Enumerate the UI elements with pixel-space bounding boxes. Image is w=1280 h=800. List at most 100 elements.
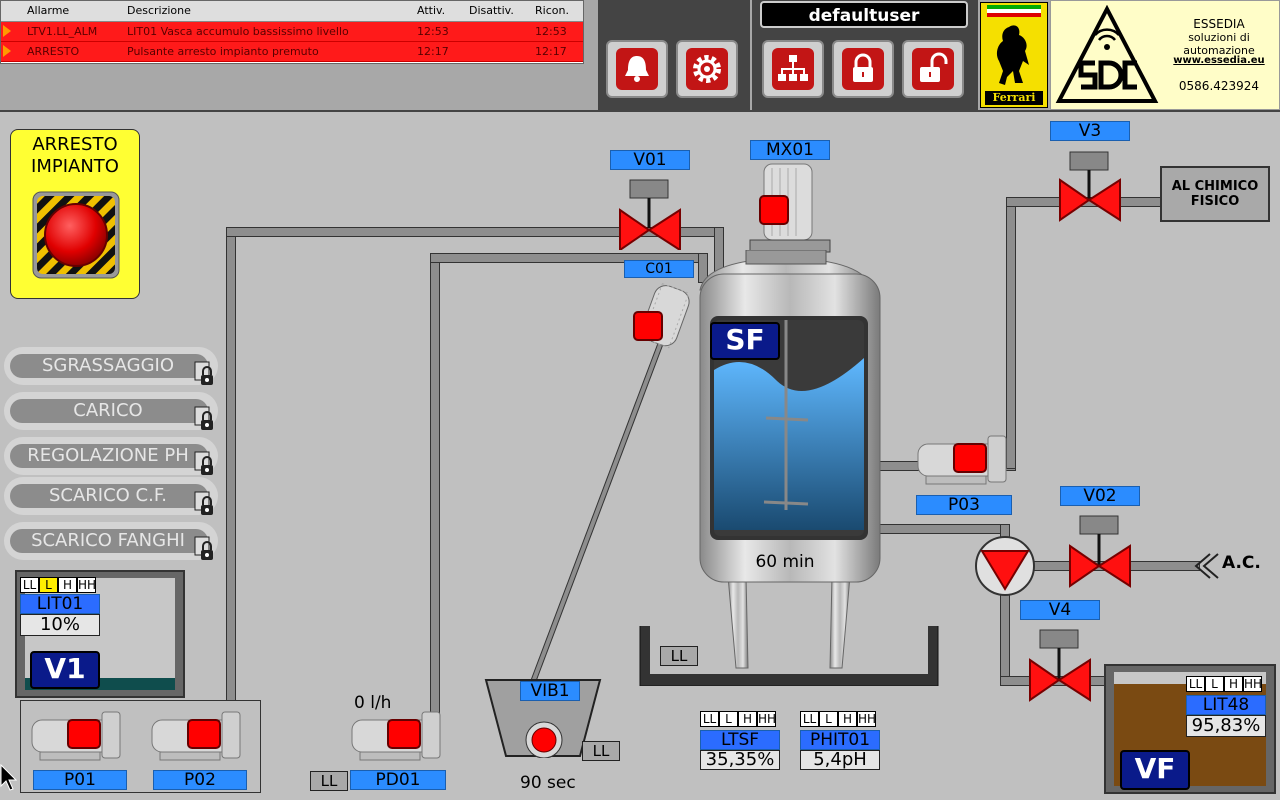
lit01-tag[interactable]: LIT01: [20, 594, 100, 614]
lit48-level-grid: LL L H HH: [1186, 676, 1266, 692]
alarms-button[interactable]: [606, 40, 668, 98]
bell-icon: [616, 48, 658, 90]
valve-v01[interactable]: [616, 178, 684, 250]
pipe: [1006, 197, 1016, 469]
menu-scarico-fanghi[interactable]: SCARICO FANGHI: [4, 522, 218, 560]
alarm-description: Pulsante arresto impianto premuto: [127, 45, 319, 58]
pd01-ll: LL: [310, 771, 348, 791]
alarm-description: LIT01 Vasca accumulo bassissimo livello: [127, 25, 349, 38]
valve-v4[interactable]: [1026, 628, 1094, 702]
pipe: [226, 227, 236, 701]
destination-chemical: AL CHIMICO FISICO: [1160, 166, 1270, 222]
logout-button[interactable]: [902, 40, 964, 98]
motor-mx01[interactable]: [748, 160, 832, 254]
alarm-table[interactable]: Allarme Descrizione Attiv. Disattiv. Ric…: [0, 0, 584, 64]
network-button[interactable]: [762, 40, 824, 98]
pump-p02[interactable]: [150, 710, 245, 765]
tank-sf[interactable]: [636, 250, 942, 686]
col-alarm: Allarme: [27, 4, 70, 17]
level-ll: LL: [700, 711, 719, 727]
phit01-value: 5,4pH: [800, 750, 880, 770]
alarm-tag: ARRESTO: [27, 45, 80, 58]
col-description: Descrizione: [127, 4, 191, 17]
tank-v1-level-grid: LL L H HH: [20, 577, 100, 593]
p01-tag[interactable]: P01: [33, 770, 127, 790]
level-h: H: [58, 577, 77, 593]
menu-item-label: CARICO: [73, 400, 143, 421]
p03-tag[interactable]: P03: [916, 495, 1012, 515]
level-h: H: [738, 711, 757, 727]
settings-button[interactable]: [676, 40, 738, 98]
menu-scarico-cf[interactable]: SCARICO C.F.: [4, 477, 218, 515]
p02-tag[interactable]: P02: [153, 770, 247, 790]
phit01-tag[interactable]: PHIT01: [800, 730, 880, 750]
phit01-level-grid: LL L H HH: [800, 711, 880, 727]
alarm-active-time: 12:53: [417, 25, 449, 38]
pipe: [1000, 590, 1010, 686]
col-ack: Ricon.: [535, 4, 569, 17]
alarm-marker-icon: [3, 25, 11, 37]
col-active: Attiv.: [417, 4, 446, 17]
vib1-tag[interactable]: VIB1: [520, 681, 580, 701]
tank-v1-badge: V1: [30, 651, 100, 689]
pump-p01[interactable]: [30, 710, 125, 765]
menu-item-label: REGOLAZIONE PH: [27, 445, 189, 466]
lit48-tag[interactable]: LIT48: [1186, 695, 1266, 715]
auger-pipe: [527, 343, 663, 692]
essedia-logo: ESSEDIA soluzioni di automazione www.ess…: [1050, 0, 1280, 110]
level-h: H: [1224, 676, 1243, 692]
ferrari-logo: Ferrari: [980, 2, 1048, 108]
alarm-row[interactable]: LTV1.LL_ALM LIT01 Vasca accumulo bassiss…: [1, 22, 583, 42]
pump-p03[interactable]: [916, 434, 1011, 489]
alarm-active-time: 12:17: [417, 45, 449, 58]
alarm-marker-icon: [3, 45, 11, 57]
c01-tag[interactable]: C01: [624, 260, 694, 278]
level-l: L: [1205, 676, 1224, 692]
alarm-row[interactable]: ARRESTO Pulsante arresto impianto premut…: [1, 42, 583, 62]
alarm-ack-time: 12:17: [535, 45, 567, 58]
menu-carico[interactable]: CARICO: [4, 392, 218, 430]
v01-tag[interactable]: V01: [610, 150, 690, 170]
level-l: L: [819, 711, 838, 727]
gear-icon: [686, 48, 728, 90]
mx01-tag[interactable]: MX01: [750, 140, 830, 160]
ferrari-text: Ferrari: [985, 91, 1043, 105]
pump-pd01[interactable]: [350, 710, 445, 765]
company-tagline: soluzioni di automazione: [1183, 31, 1255, 57]
tank-sf-badge: SF: [710, 322, 780, 360]
valve-v02[interactable]: [1066, 514, 1134, 588]
menu-sgrassaggio[interactable]: SGRASSAGGIO: [4, 347, 218, 385]
v4-tag[interactable]: V4: [1020, 600, 1100, 620]
v02-tag[interactable]: V02: [1060, 486, 1140, 506]
level-ll: LL: [800, 711, 819, 727]
emergency-stop-label-line1: ARRESTO: [32, 134, 118, 155]
menu-item-label: SCARICO C.F.: [48, 485, 168, 506]
menu-regolazione-ph[interactable]: REGOLAZIONE PH: [4, 437, 218, 475]
emergency-stop-button[interactable]: [31, 190, 121, 280]
lock-icon: [194, 491, 213, 515]
motor-c01[interactable]: [628, 280, 698, 360]
v3-tag[interactable]: V3: [1050, 121, 1130, 141]
login-button[interactable]: [832, 40, 894, 98]
company-name: ESSEDIA: [1193, 17, 1245, 31]
level-l: L: [39, 577, 58, 593]
lit01-value: 10%: [20, 614, 100, 636]
tank-sf-ll: LL: [660, 646, 698, 666]
ltsf-level-grid: LL L H HH: [700, 711, 780, 727]
essedia-emblem: [1055, 5, 1159, 103]
emergency-stop-label: ARRESTO IMPIANTO: [11, 134, 139, 178]
current-user: defaultuser: [760, 1, 968, 28]
company-phone: 0586.423924: [1178, 79, 1260, 93]
col-inactive: Disattiv.: [469, 4, 514, 17]
company-website[interactable]: www.essedia.eu: [1173, 55, 1265, 66]
pipe: [430, 253, 440, 713]
ltsf-tag[interactable]: LTSF: [700, 730, 780, 750]
level-hh: HH: [857, 711, 877, 727]
pump-circle[interactable]: [974, 535, 1036, 597]
destination-ac: A.C.: [1222, 553, 1261, 573]
level-l: L: [719, 711, 738, 727]
level-ll: LL: [1186, 676, 1205, 692]
valve-v3[interactable]: [1056, 150, 1124, 222]
vib1-timer: 90 sec: [520, 773, 576, 793]
pd01-tag[interactable]: PD01: [350, 770, 446, 790]
